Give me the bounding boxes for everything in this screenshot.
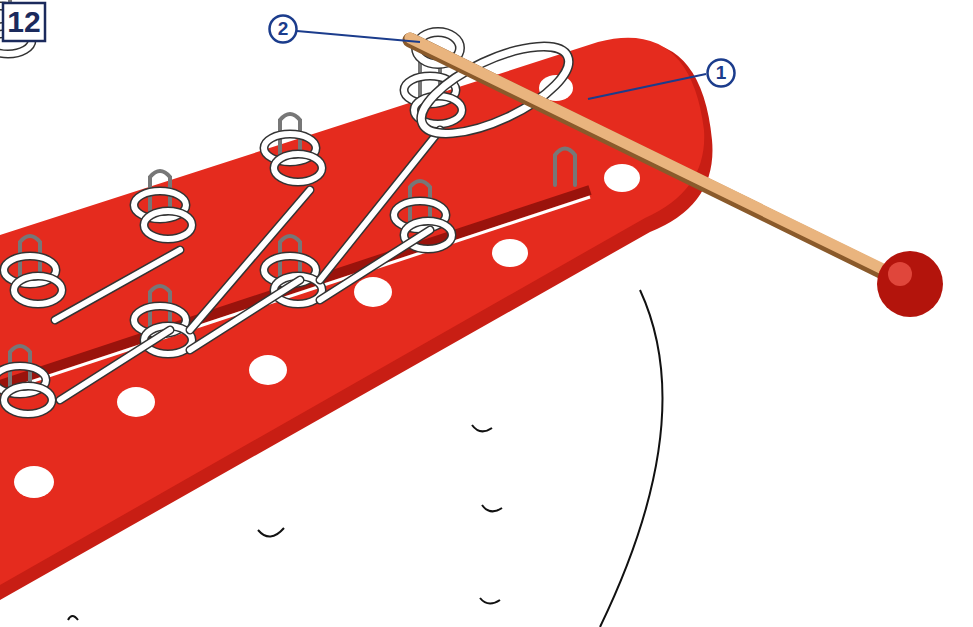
callout-number: 2 bbox=[278, 18, 289, 40]
callout-number: 1 bbox=[706, 58, 736, 88]
step-number: 12 bbox=[7, 5, 40, 39]
callout-number: 2 bbox=[268, 14, 298, 44]
step-number-box: 12 bbox=[2, 2, 46, 42]
callout-number: 1 bbox=[716, 62, 727, 84]
